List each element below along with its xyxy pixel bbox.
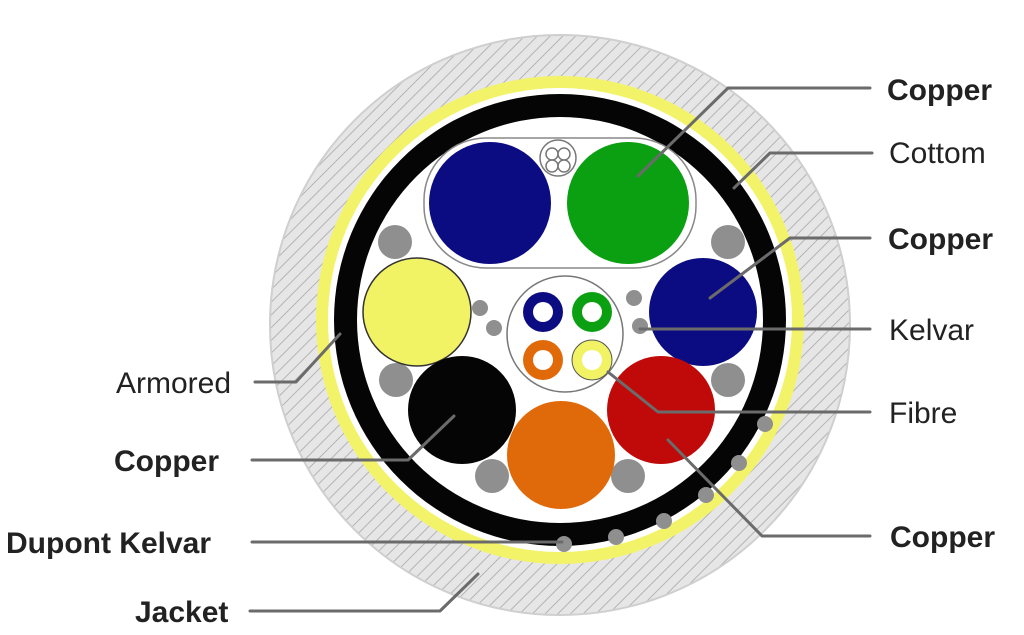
copper-conductor-blue-right bbox=[649, 258, 757, 366]
kelvar-strand-dot bbox=[757, 416, 773, 432]
kelvar-strand-dot bbox=[656, 513, 672, 529]
core-fillers bbox=[378, 225, 745, 493]
kelvar-strand-dot bbox=[698, 487, 714, 503]
leader-jacket bbox=[248, 572, 480, 613]
leader-armored bbox=[253, 332, 342, 384]
filler-dot bbox=[379, 363, 413, 397]
label-cottom: Cottom bbox=[889, 137, 986, 170]
fibre-tubes bbox=[523, 292, 613, 381]
copper-conductor-red bbox=[607, 356, 715, 464]
copper-conductor-blue-top bbox=[429, 142, 551, 264]
copper-conductor-orange bbox=[507, 401, 615, 509]
label-copper-top-right: Copper bbox=[887, 74, 992, 107]
dupont-kelvar-strands bbox=[556, 416, 773, 552]
cotton-filler-bundle bbox=[539, 139, 577, 177]
label-copper-mid-right: Copper bbox=[888, 223, 993, 256]
kelvar-strand-dot bbox=[608, 529, 624, 545]
leader-copper-bottom-right bbox=[666, 438, 872, 538]
copper-conductor-black bbox=[408, 356, 516, 464]
copper-conductor-yellow bbox=[362, 257, 472, 367]
filler-dot bbox=[711, 225, 745, 259]
leader-copper-left bbox=[250, 414, 456, 462]
filler-dot-small bbox=[626, 290, 642, 306]
label-armored: Armored bbox=[116, 367, 231, 400]
label-jacket: Jacket bbox=[135, 596, 228, 629]
kelvar-strand-dot bbox=[556, 536, 572, 552]
leader-lines bbox=[248, 86, 874, 613]
filler-dot-small bbox=[632, 318, 648, 334]
label-copper-bottom-right: Copper bbox=[890, 521, 995, 554]
filler-dot bbox=[475, 459, 509, 493]
copper-conductor-green bbox=[567, 142, 689, 264]
filler-dot-small bbox=[472, 300, 488, 316]
filler-dot bbox=[711, 363, 745, 397]
leader-copper-top-right bbox=[636, 86, 872, 178]
leader-copper-mid-right bbox=[708, 236, 872, 300]
filler-dot bbox=[378, 225, 412, 259]
label-kelvar: Kelvar bbox=[889, 314, 974, 347]
leader-cottom bbox=[732, 151, 874, 190]
filler-dot bbox=[611, 459, 645, 493]
leader-fibre bbox=[606, 370, 872, 414]
kelvar-strand-dot bbox=[731, 455, 747, 471]
filler-dot-small bbox=[486, 320, 502, 336]
label-fibre: Fibre bbox=[889, 397, 957, 430]
label-copper-left: Copper bbox=[114, 445, 219, 478]
label-dupont-kelvar: Dupont Kelvar bbox=[6, 527, 211, 560]
